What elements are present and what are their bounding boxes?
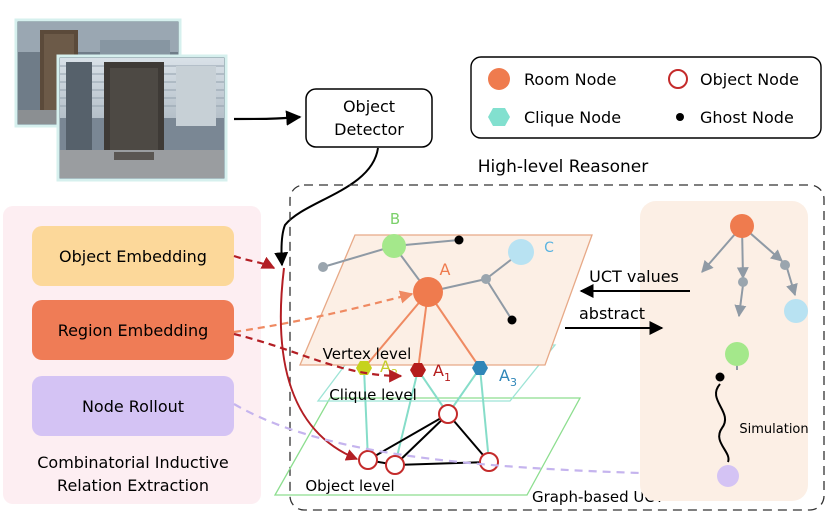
uct-rollout-node [717,465,739,487]
uct-gray-node-2 [780,260,790,270]
uct-root-node [730,214,754,238]
legend-object-label: Object Node [700,70,799,89]
legend-ghost-label: Ghost Node [700,108,794,127]
simulation-label: Simulation [739,422,808,437]
uct-gray-node-1 [738,277,748,287]
abstract-label: abstract [579,304,645,323]
ghost-node-top [454,235,464,245]
legend-clique-label: Clique Node [524,108,621,127]
detector-label-line1: Object [343,97,395,116]
object-embedding-arrow [233,254,276,269]
object-graph-nodes [358,404,499,475]
reasoner-title: High-level Reasoner [478,157,648,177]
node-c-label: C [544,240,554,256]
object-level-label: Object level [305,477,394,495]
node-rollout-box [32,376,234,436]
detector-to-graph-arrow [274,147,379,267]
gray-node-left [318,262,328,272]
room-node-b [382,234,406,258]
legend-clique-node-icon [488,108,510,126]
detector-label-line2: Detector [334,120,404,139]
object-embedding-label: Object Embedding [59,247,207,266]
clique-a1-label: A1 [433,361,451,384]
uct-green-node [725,342,749,366]
node-rollout-label: Node Rollout [82,397,184,416]
region-embedding-box [32,300,234,360]
clique-node-a1 [410,363,426,377]
graph-uct-label: Graph-based UCT [532,488,665,506]
object-node-3 [385,455,405,475]
legend-room-node-icon [488,68,510,90]
photo-to-detector-arrow [233,110,302,126]
uct-panel [640,201,808,501]
region-embedding-arrow-lower [233,332,403,383]
left-caption-line1: Combinatorial Inductive [37,453,229,472]
clique-a2-subscript: 2 [391,367,398,380]
clique-level-label: Clique level [329,386,417,404]
clique-a1-subscript: 1 [444,371,451,384]
object-node-1 [358,450,378,470]
left-caption-line2: Relation Extraction [57,476,209,495]
room-node-c [508,239,534,265]
object-graph-edges [367,413,490,466]
legend-object-node-icon [668,69,688,89]
clique-a3-label: A3 [499,366,517,389]
legend-ghost-node-icon [676,113,684,121]
room-node-a [413,277,443,307]
node-rollout-arrow [233,403,714,482]
clique-a3-letter: A [499,366,510,385]
clique-a2-letter: A [380,357,391,376]
object-detector-box: Object Detector [305,88,433,148]
clique-node-a2 [356,361,372,375]
legend: Room Node Object Node Clique Node Ghost … [470,56,822,139]
legend-room-label: Room Node [524,70,616,89]
photo-front [56,54,228,182]
object-embedding-box [32,226,234,286]
scene-photos [14,18,228,182]
clique-a3-subscript: 3 [510,376,517,389]
gray-node-mid [481,274,491,284]
uct-simulation-squiggle [715,383,730,463]
vertex-level-label: Vertex level [323,345,412,363]
vertex-level-plane [299,234,593,366]
reasoner-dashed-box [289,184,825,511]
object-level-plane [273,397,582,496]
uct-values-label: UCT values [589,267,679,286]
clique-a1-letter: A [433,361,444,380]
ghost-node-bottom [507,315,517,325]
clique-node-a3 [472,361,488,375]
region-embedding-arrow-upper [233,290,414,334]
region-embedding-label: Region Embedding [58,321,209,340]
object-node-4 [479,452,499,472]
uct-blue-node [784,299,808,323]
uct-ghost-node [715,372,725,382]
left-panel: Object Embedding Region Embedding Node R… [3,206,261,504]
object-node-2 [438,404,458,424]
node-a-label: A [440,260,451,279]
node-b-label: B [390,210,400,228]
detector-to-object-level-arrow [279,267,359,461]
